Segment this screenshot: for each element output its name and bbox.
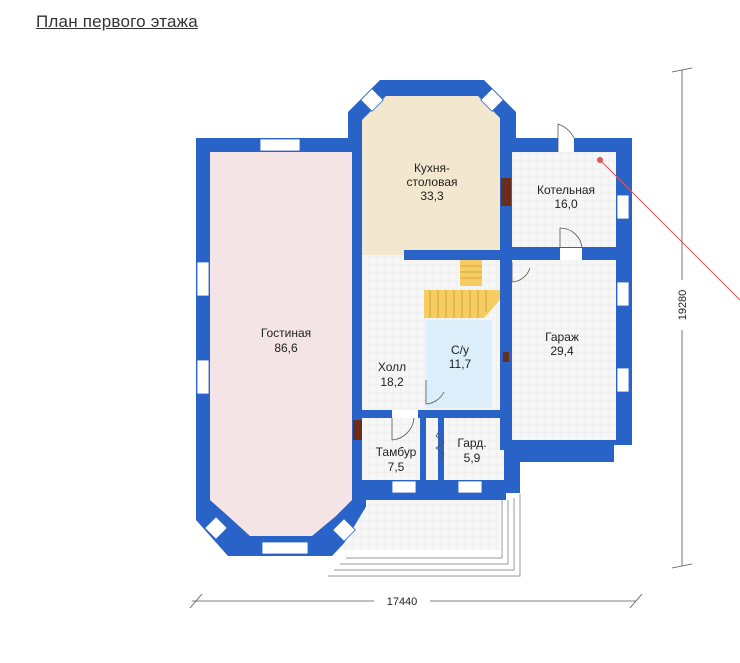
hall-name: Холл [378, 360, 406, 374]
garage-name: Гараж [545, 330, 579, 344]
window [332, 518, 356, 542]
window [391, 480, 417, 494]
width-dimension: 17440 [387, 596, 418, 608]
wardrobe-name: Гард. [457, 436, 486, 450]
window [261, 541, 309, 555]
room-floors [210, 96, 616, 550]
stairs [424, 260, 500, 318]
garage-area: 29,4 [550, 344, 574, 358]
vents [353, 178, 511, 440]
living-room-area: 86,6 [274, 341, 298, 355]
wardrobe-floor [444, 418, 504, 480]
door [425, 380, 445, 405]
window [616, 194, 630, 220]
page-title: План первого этажа [36, 12, 198, 31]
folding-door [435, 429, 445, 461]
bathroom-floor [426, 320, 492, 408]
living-room-name: Гостиная [261, 326, 311, 340]
height-dimension: 19280 [677, 290, 689, 321]
bathroom-area: 11,7 [449, 357, 472, 371]
vestibule-name: Тамбур [376, 445, 417, 459]
porch-floor [340, 500, 500, 550]
kitchen-name-line1: Кухня- [414, 161, 450, 175]
door [557, 123, 575, 152]
window [616, 367, 630, 393]
window [196, 261, 210, 297]
window [616, 281, 630, 307]
pointer-marker [597, 157, 740, 301]
wardrobe-area: 5,9 [464, 451, 481, 465]
columns [355, 250, 361, 338]
door [559, 227, 583, 260]
window [360, 88, 384, 112]
door [391, 410, 418, 441]
room-labels: Гостиная 86,6 Кухня- столовая 33,3 Котел… [261, 161, 595, 474]
porch-steps [328, 494, 521, 577]
kitchen-name-line2: столовая [407, 175, 458, 189]
boiler-room-floor [512, 152, 616, 247]
bathroom-name: С/у [451, 343, 469, 357]
door [511, 262, 531, 283]
windows [196, 88, 630, 555]
boiler-room-name: Котельная [537, 183, 595, 197]
window [259, 138, 301, 152]
window [457, 480, 483, 494]
kitchen-floor [362, 96, 500, 255]
vestibule-area: 7,5 [388, 460, 405, 474]
garage-floor [512, 260, 616, 440]
living-room-floor [210, 152, 352, 536]
window [204, 516, 228, 540]
doors [391, 123, 583, 461]
boiler-room-area: 16,0 [554, 197, 578, 211]
hall-area: 18,2 [380, 375, 404, 389]
window [480, 88, 504, 112]
window [196, 359, 210, 395]
kitchen-area: 33,3 [420, 189, 444, 203]
